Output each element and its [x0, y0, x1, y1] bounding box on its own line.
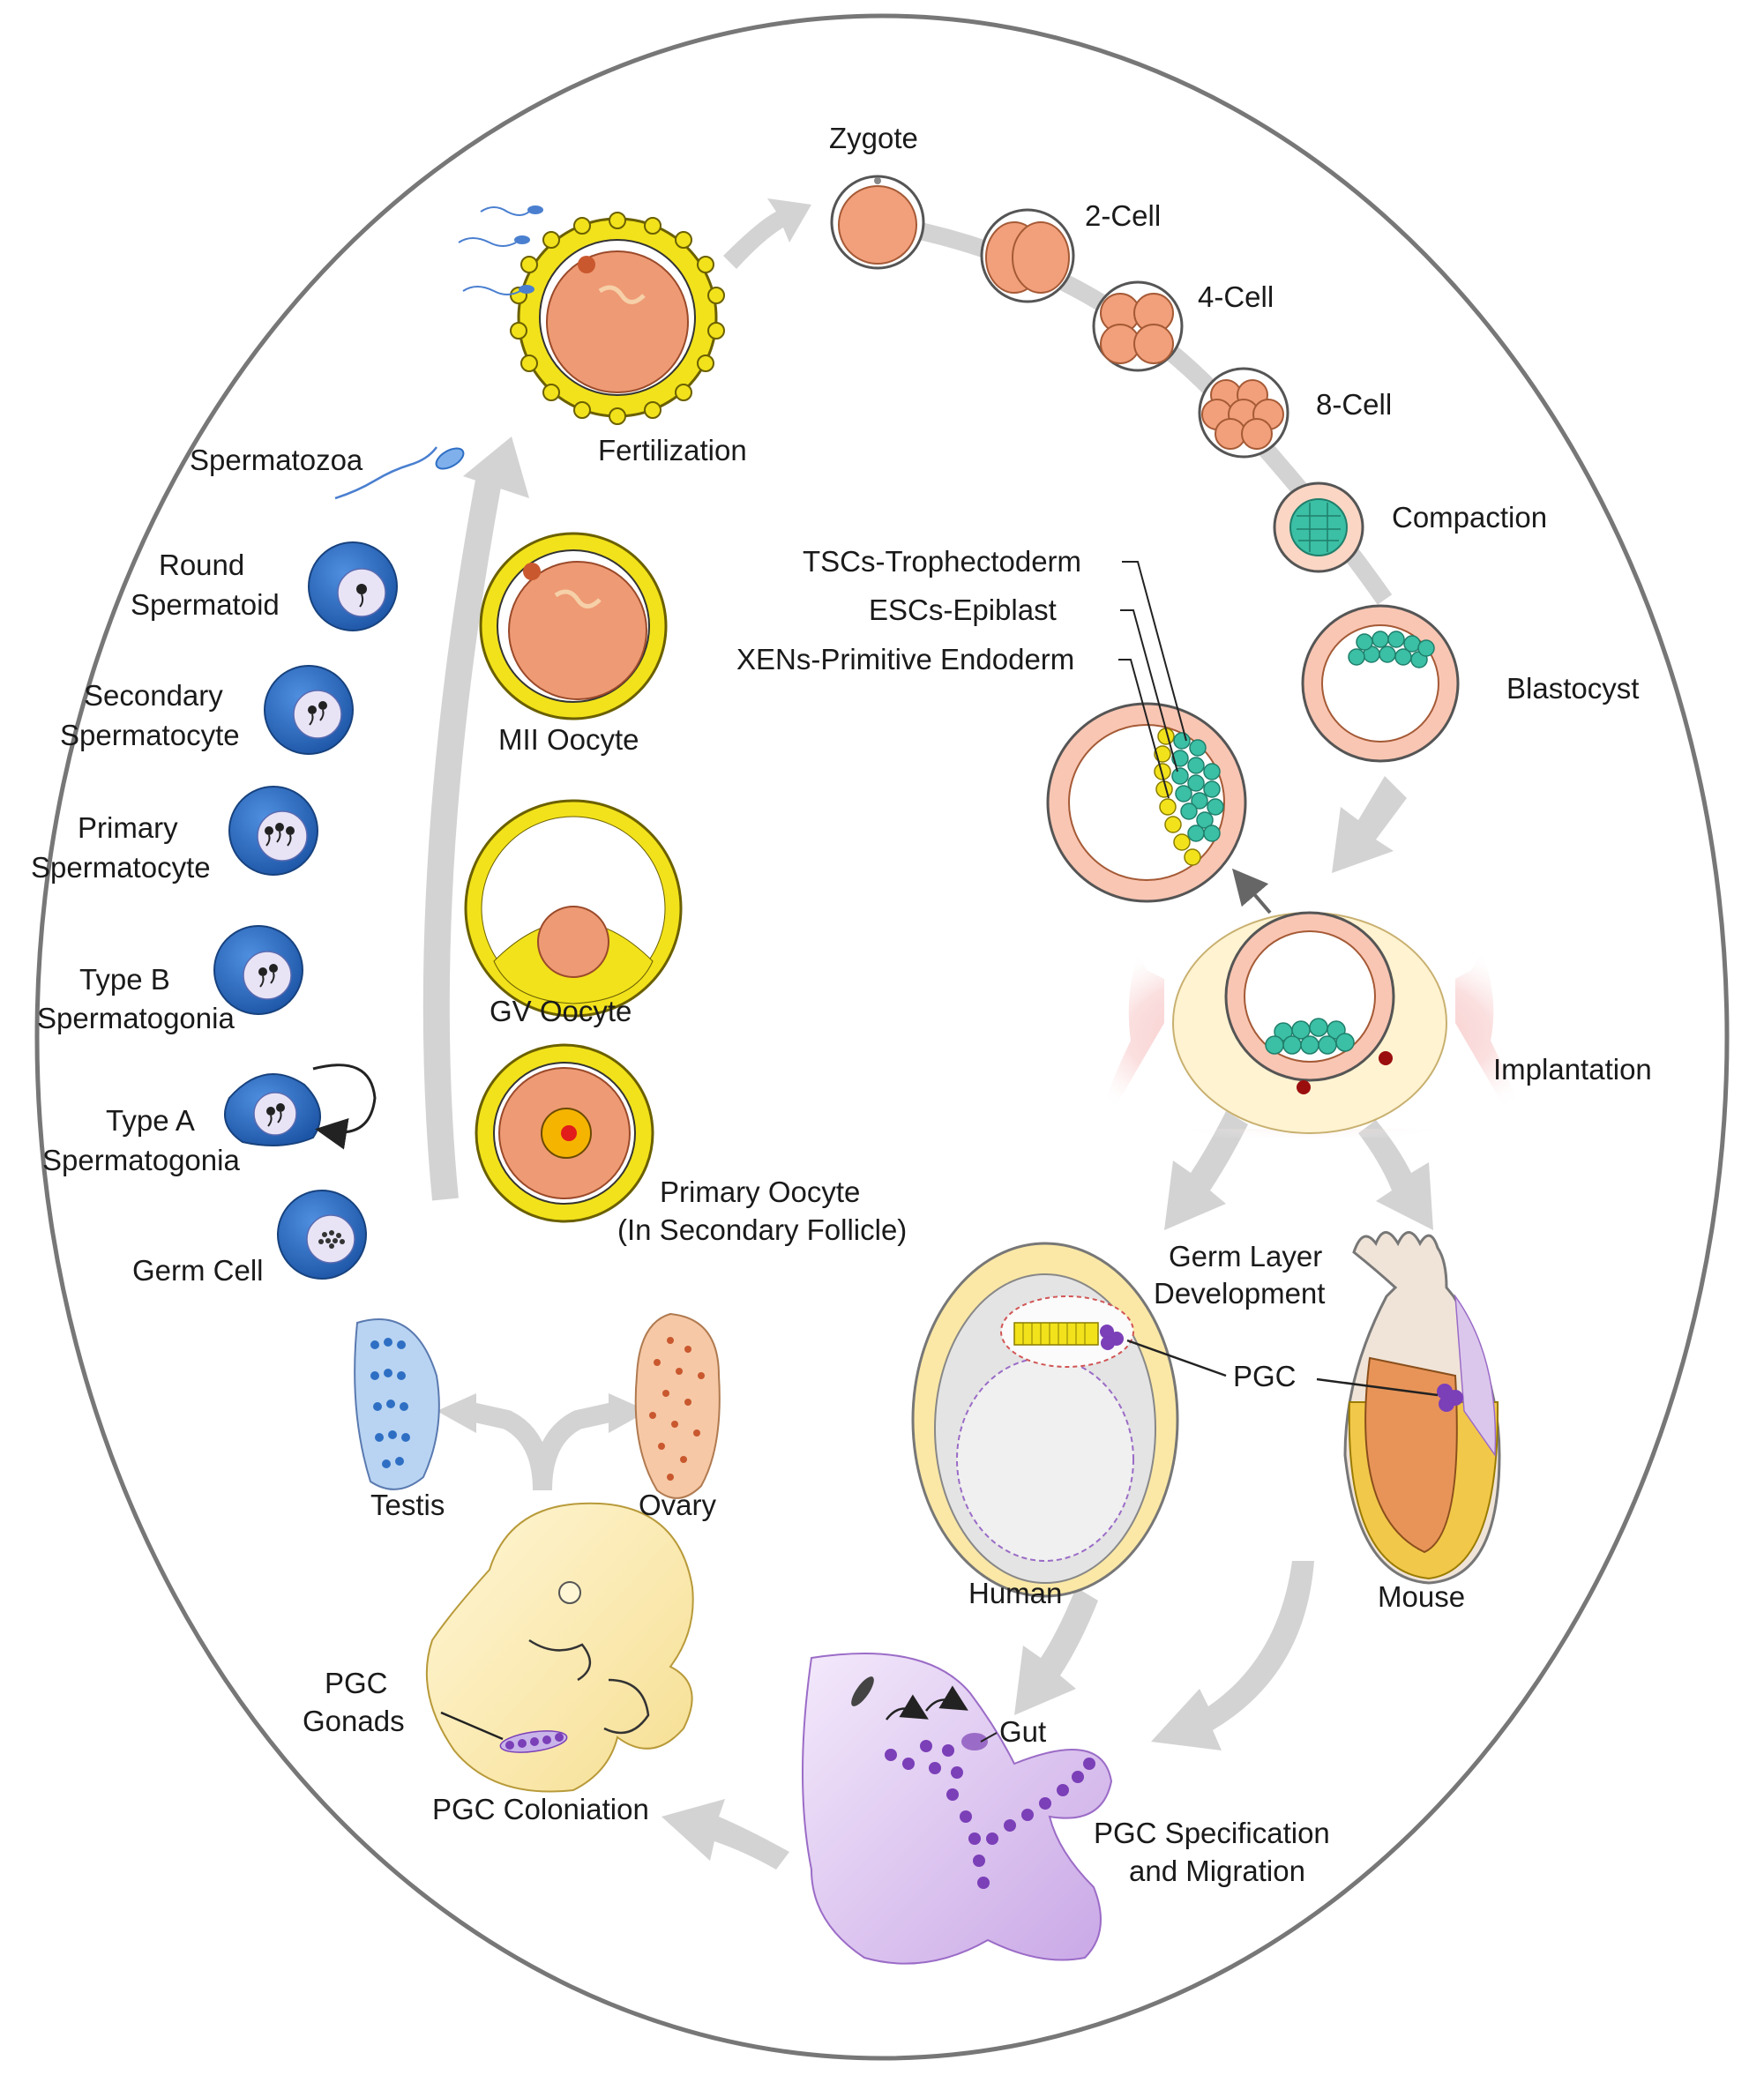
eight-cell-embryo [1198, 367, 1289, 459]
arrow-implantation-to-mouse [1358, 1120, 1433, 1230]
secondary-spermatocyte-label-line1: Secondary [84, 679, 223, 712]
pgc-label: PGC [1233, 1360, 1297, 1392]
germ-cell [277, 1190, 367, 1280]
compaction-morula [1273, 481, 1364, 573]
arrow-human-to-migration [1014, 1587, 1098, 1715]
mii-oocyte-label: MII Oocyte [498, 723, 639, 756]
fertilization-egg [458, 205, 725, 425]
arrow-to-ovary-head [609, 1393, 648, 1433]
germ-cell-label: Germ Cell [132, 1254, 264, 1287]
round-spermatid-cell [308, 541, 398, 631]
ovary [634, 1312, 721, 1499]
blastocyst [1301, 604, 1460, 763]
type-b-spermatogonia-cell [213, 925, 303, 1015]
primary-oocyte [475, 1043, 654, 1223]
fertilization-label: Fertilization [598, 434, 747, 467]
arrow-implantation-to-human [1164, 1111, 1248, 1230]
pgc-leader-mouse [1316, 1377, 1439, 1397]
spermatozoon [334, 446, 465, 500]
eight-cell-label: 8-Cell [1316, 388, 1392, 421]
human-embryo [911, 1242, 1179, 1598]
arrow-fertilization-to-zygote [723, 198, 811, 269]
round-spermatid-label-line1: Round [159, 549, 244, 581]
arrow-gametogenesis-head [463, 437, 529, 498]
implantation-site [1094, 911, 1526, 1138]
zygote-label: Zygote [829, 122, 918, 154]
tsc-label: TSCs-Trophectoderm [803, 545, 1081, 578]
ovary-label: Ovary [639, 1489, 717, 1521]
self-renewal-arrow [312, 1064, 377, 1150]
mouse-egg-cylinder [1343, 1231, 1501, 1585]
type-b-label-line1: Type B [79, 963, 170, 996]
gut-label: Gut [999, 1715, 1046, 1748]
primary-spermatocyte-label-line2: Spermatocyte [31, 851, 211, 884]
pgc-migration-embryo [802, 1653, 1113, 1965]
arrow-migration-to-colonization [662, 1799, 789, 1870]
arrow-to-testis-head [437, 1393, 476, 1433]
secondary-spermatocyte-label-line2: Spermatocyte [60, 719, 240, 751]
human-label: Human [968, 1577, 1062, 1609]
pgc-colonization-label: PGC Coloniation [432, 1793, 649, 1825]
type-b-label-line2: Spermatogonia [37, 1002, 235, 1034]
germ-layer-label-line1: Germ Layer [1169, 1240, 1322, 1273]
four-cell-label: 4-Cell [1198, 280, 1274, 313]
primary-oocyte-label-line1: Primary Oocyte [660, 1176, 860, 1208]
stem-cell-blastocyst [1046, 561, 1272, 914]
pgc-gonads-label-line1: PGC [325, 1667, 388, 1699]
primary-spermatocyte-label-line1: Primary [78, 811, 178, 844]
round-spermatid-label-line2: Spermatoid [131, 588, 280, 621]
pgc-colonization-embryo [425, 1502, 694, 1793]
type-a-label-line1: Type A [106, 1104, 195, 1137]
arrow-gametogenesis-shaft [422, 474, 503, 1201]
pgc-specification-label-line2: and Migration [1129, 1855, 1305, 1887]
pgc-gonads-label-line2: Gonads [303, 1705, 405, 1737]
two-cell-embryo [980, 208, 1075, 303]
four-cell-embryo [1092, 280, 1184, 372]
testis [354, 1318, 440, 1490]
type-a-spermatogonia-cell [224, 1064, 377, 1150]
testis-label: Testis [370, 1489, 445, 1521]
arrow-mouse-to-migration [1151, 1561, 1314, 1750]
blastocyst-label: Blastocyst [1506, 672, 1639, 705]
implantation-label: Implantation [1493, 1053, 1652, 1086]
gv-oocyte-label: GV Oocyte [490, 995, 632, 1027]
two-cell-label: 2-Cell [1085, 199, 1161, 232]
arrow-to-testis-shaft [465, 1401, 552, 1491]
primary-oocyte-label-line2: (In Secondary Follicle) [617, 1213, 907, 1246]
secondary-spermatocyte-cell [264, 665, 354, 755]
zygote [830, 175, 925, 270]
pgc-leader-human [1126, 1339, 1227, 1377]
spermatozoa-label: Spermatozoa [190, 444, 363, 476]
mii-oocyte [479, 532, 668, 720]
arrow-blastocyst-to-implantation [1332, 776, 1407, 873]
primary-spermatocyte-cell [228, 786, 318, 876]
pgc-specification-label-line1: PGC Specification [1094, 1817, 1330, 1849]
germ-layer-label-line2: Development [1154, 1277, 1325, 1310]
xen-label: XENs-Primitive Endoderm [736, 643, 1074, 675]
mouse-label: Mouse [1378, 1580, 1465, 1613]
type-a-label-line2: Spermatogonia [42, 1144, 240, 1176]
gv-oocyte [464, 799, 683, 1018]
compaction-label: Compaction [1392, 501, 1547, 534]
esc-label: ESCs-Epiblast [869, 593, 1057, 626]
